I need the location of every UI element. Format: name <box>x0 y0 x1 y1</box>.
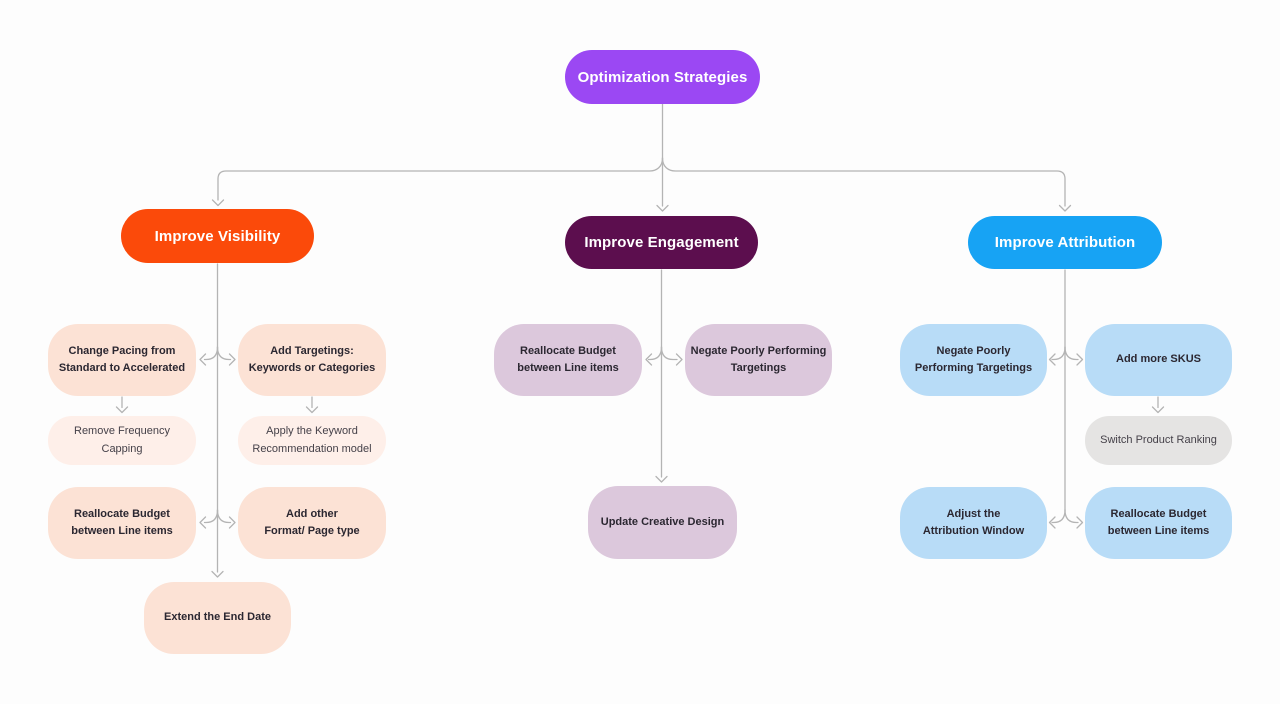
node-add-other-format-label: Add other Format/ Page type <box>264 507 360 537</box>
edge-split-right <box>216 509 232 524</box>
node-improve-visibility-label: Improve Visibility <box>154 227 281 245</box>
node-negate-targetings-attribution-label: Negate Poorly Performing Targetings <box>914 344 1033 374</box>
node-negate-targetings-engagement-label: Negate Poorly Performing Targetings <box>690 344 827 374</box>
arrowhead-left-icon <box>645 353 653 366</box>
edge-split-right <box>1064 509 1079 524</box>
node-improve-engagement[interactable]: Improve Engagement <box>565 216 758 269</box>
node-remove-frequency-capping[interactable]: Remove Frequency Capping <box>48 416 196 465</box>
node-negate-targetings-attribution[interactable]: Negate Poorly Performing Targetings <box>900 324 1047 396</box>
edge-split-left <box>203 346 219 361</box>
edge-split-right <box>216 346 232 361</box>
arrowhead-down-icon <box>656 204 669 212</box>
arrowhead-down-icon <box>655 475 668 483</box>
connector-attribution-branch <box>1048 269 1165 529</box>
node-adjust-attribution-window-label: Adjust the Attribution Window <box>922 507 1025 537</box>
node-improve-attribution-label: Improve Attribution <box>994 234 1136 251</box>
node-apply-keyword-model-label: Apply the Keyword Recommendation model <box>252 425 372 455</box>
node-update-creative-design-label: Update Creative Design <box>600 515 725 528</box>
arrowhead-down-icon <box>211 199 225 207</box>
node-apply-keyword-model[interactable]: Apply the Keyword Recommendation model <box>238 416 386 465</box>
arrowhead-down-icon <box>305 406 319 414</box>
node-update-creative-design[interactable]: Update Creative Design <box>588 486 737 559</box>
edge-rail-left <box>217 157 664 201</box>
arrowhead-right-icon <box>1076 516 1084 529</box>
node-improve-engagement-label: Improve Engagement <box>584 234 739 251</box>
edge-split-left <box>1051 346 1066 361</box>
node-switch-product-ranking[interactable]: Switch Product Ranking <box>1085 416 1232 465</box>
node-extend-end-date-label: Extend the End Date <box>164 611 271 624</box>
connector-visibility-branch <box>115 263 319 578</box>
arrowhead-down-icon <box>115 406 129 414</box>
arrowhead-left-icon <box>1048 516 1056 529</box>
arrowhead-down-icon <box>211 570 224 578</box>
arrowhead-down-icon <box>1058 204 1072 212</box>
arrowhead-right-icon <box>228 353 236 366</box>
node-reallocate-budget-engagement[interactable]: Reallocate Budget between Line items <box>494 324 642 396</box>
node-extend-end-date[interactable]: Extend the End Date <box>144 582 291 654</box>
node-add-targetings[interactable]: Add Targetings: Keywords or Categories <box>238 324 386 396</box>
node-reallocate-budget-attribution[interactable]: Reallocate Budget between Line items <box>1085 487 1232 559</box>
node-improve-visibility[interactable]: Improve Visibility <box>121 209 314 263</box>
node-adjust-attribution-window[interactable]: Adjust the Attribution Window <box>900 487 1047 559</box>
node-reallocate-budget-engagement-label: Reallocate Budget between Line items <box>517 344 619 374</box>
arrowhead-left-icon <box>1048 353 1056 366</box>
node-optimization-strategies[interactable]: Optimization Strategies <box>565 50 760 104</box>
node-reallocate-budget-visibility-label: Reallocate Budget between Line items <box>71 507 173 537</box>
edge-rail-right <box>661 157 1066 207</box>
edge-split-left <box>203 509 219 524</box>
connector-engagement-branch <box>645 269 683 483</box>
arrowhead-left-icon <box>199 353 207 366</box>
node-change-pacing-label: Change Pacing from Standard to Accelerat… <box>58 344 186 374</box>
node-improve-attribution[interactable]: Improve Attribution <box>968 216 1162 269</box>
arrowhead-right-icon <box>228 516 236 529</box>
node-remove-frequency-capping-label: Remove Frequency Capping <box>74 425 170 455</box>
node-switch-product-ranking-label: Switch Product Ranking <box>1100 433 1217 446</box>
node-change-pacing[interactable]: Change Pacing from Standard to Accelerat… <box>48 324 196 396</box>
arrowhead-right-icon <box>675 353 683 366</box>
node-optimization-strategies-label: Optimization Strategies <box>577 68 748 86</box>
connector-root-to-branches <box>211 103 1072 212</box>
edge-split-right <box>660 346 678 361</box>
node-negate-targetings-engagement[interactable]: Negate Poorly Performing Targetings <box>685 324 832 396</box>
arrowhead-down-icon <box>1151 406 1165 414</box>
node-add-other-format[interactable]: Add other Format/ Page type <box>238 487 386 559</box>
edge-split-right <box>1064 346 1079 361</box>
edge-split-left <box>1051 509 1066 524</box>
edge-split-left <box>647 346 663 361</box>
arrowhead-left-icon <box>199 516 207 529</box>
node-add-more-skus-label: Add more SKUS <box>1116 353 1201 366</box>
node-reallocate-budget-visibility[interactable]: Reallocate Budget between Line items <box>48 487 196 559</box>
node-add-more-skus[interactable]: Add more SKUS <box>1085 324 1232 396</box>
arrowhead-right-icon <box>1076 353 1084 366</box>
node-add-targetings-label: Add Targetings: Keywords or Categories <box>248 344 376 374</box>
node-reallocate-budget-attribution-label: Reallocate Budget between Line items <box>1107 507 1210 537</box>
